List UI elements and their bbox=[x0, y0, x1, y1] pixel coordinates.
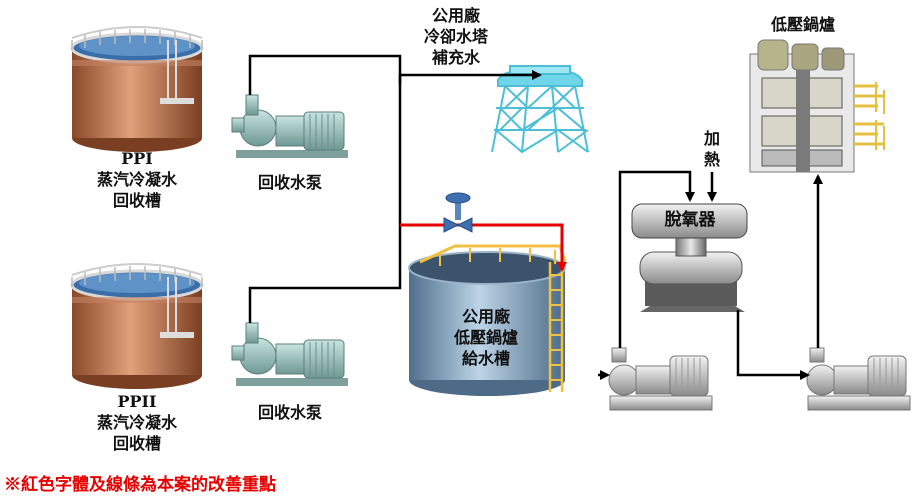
improvement-note: ※紅色字體及線條為本案的改善重點 bbox=[4, 475, 276, 495]
heat-label: 加 熱 bbox=[700, 128, 724, 170]
heat-line2: 熱 bbox=[703, 150, 720, 169]
improvement-pipe bbox=[400, 192, 567, 272]
cooling-tower bbox=[491, 65, 589, 154]
tank-ppii-line1: PPII bbox=[117, 392, 157, 411]
pump-2-label: 回收水泵 bbox=[257, 403, 322, 422]
condensate-tank-ppi bbox=[70, 26, 204, 152]
feed-tank-label: 公用廠 低壓鍋爐 給水槽 bbox=[434, 306, 538, 369]
pump-1-label: 回收水泵 bbox=[257, 173, 322, 192]
pipes bbox=[248, 54, 823, 380]
tank-ppi-label: PPI 蒸汽冷凝水 回收槽 bbox=[85, 148, 189, 211]
tank-ppi-line1: PPI bbox=[121, 149, 153, 168]
feed-pump-right bbox=[806, 347, 911, 411]
low-pressure-boiler bbox=[749, 39, 885, 173]
control-valve bbox=[443, 192, 473, 233]
tank-ppii-line2: 蒸汽冷凝水 bbox=[96, 413, 177, 432]
cooling-tower-line1: 公用廠 bbox=[431, 6, 480, 25]
tank-ppi-line3: 回收槽 bbox=[112, 191, 161, 210]
cooling-tower-line2: 冷卻水塔 bbox=[423, 27, 488, 46]
feed-tank-line2: 低壓鍋爐 bbox=[453, 328, 518, 347]
tank-ppi-line2: 蒸汽冷凝水 bbox=[96, 170, 177, 189]
feed-tank-line3: 給水槽 bbox=[461, 349, 510, 368]
feed-water-tank bbox=[408, 244, 567, 396]
recovery-pump-2 bbox=[231, 322, 348, 386]
boiler-label: 低壓鍋爐 bbox=[770, 15, 835, 34]
deaerator bbox=[631, 203, 748, 312]
cooling-tower-label: 公用廠 冷卻水塔 補充水 bbox=[404, 5, 508, 68]
tank-ppii-label: PPII 蒸汽冷凝水 回收槽 bbox=[85, 391, 189, 454]
heat-line1: 加 bbox=[703, 129, 720, 148]
tank-ppii-line3: 回收槽 bbox=[112, 434, 161, 453]
cooling-tower-line3: 補充水 bbox=[431, 48, 480, 67]
feed-tank-line1: 公用廠 bbox=[461, 307, 510, 326]
recovery-pump-1 bbox=[231, 94, 348, 158]
feed-pump-left bbox=[608, 347, 713, 411]
condensate-tank-ppii bbox=[70, 263, 204, 389]
deaerator-label: 脫氧器 bbox=[664, 210, 716, 230]
